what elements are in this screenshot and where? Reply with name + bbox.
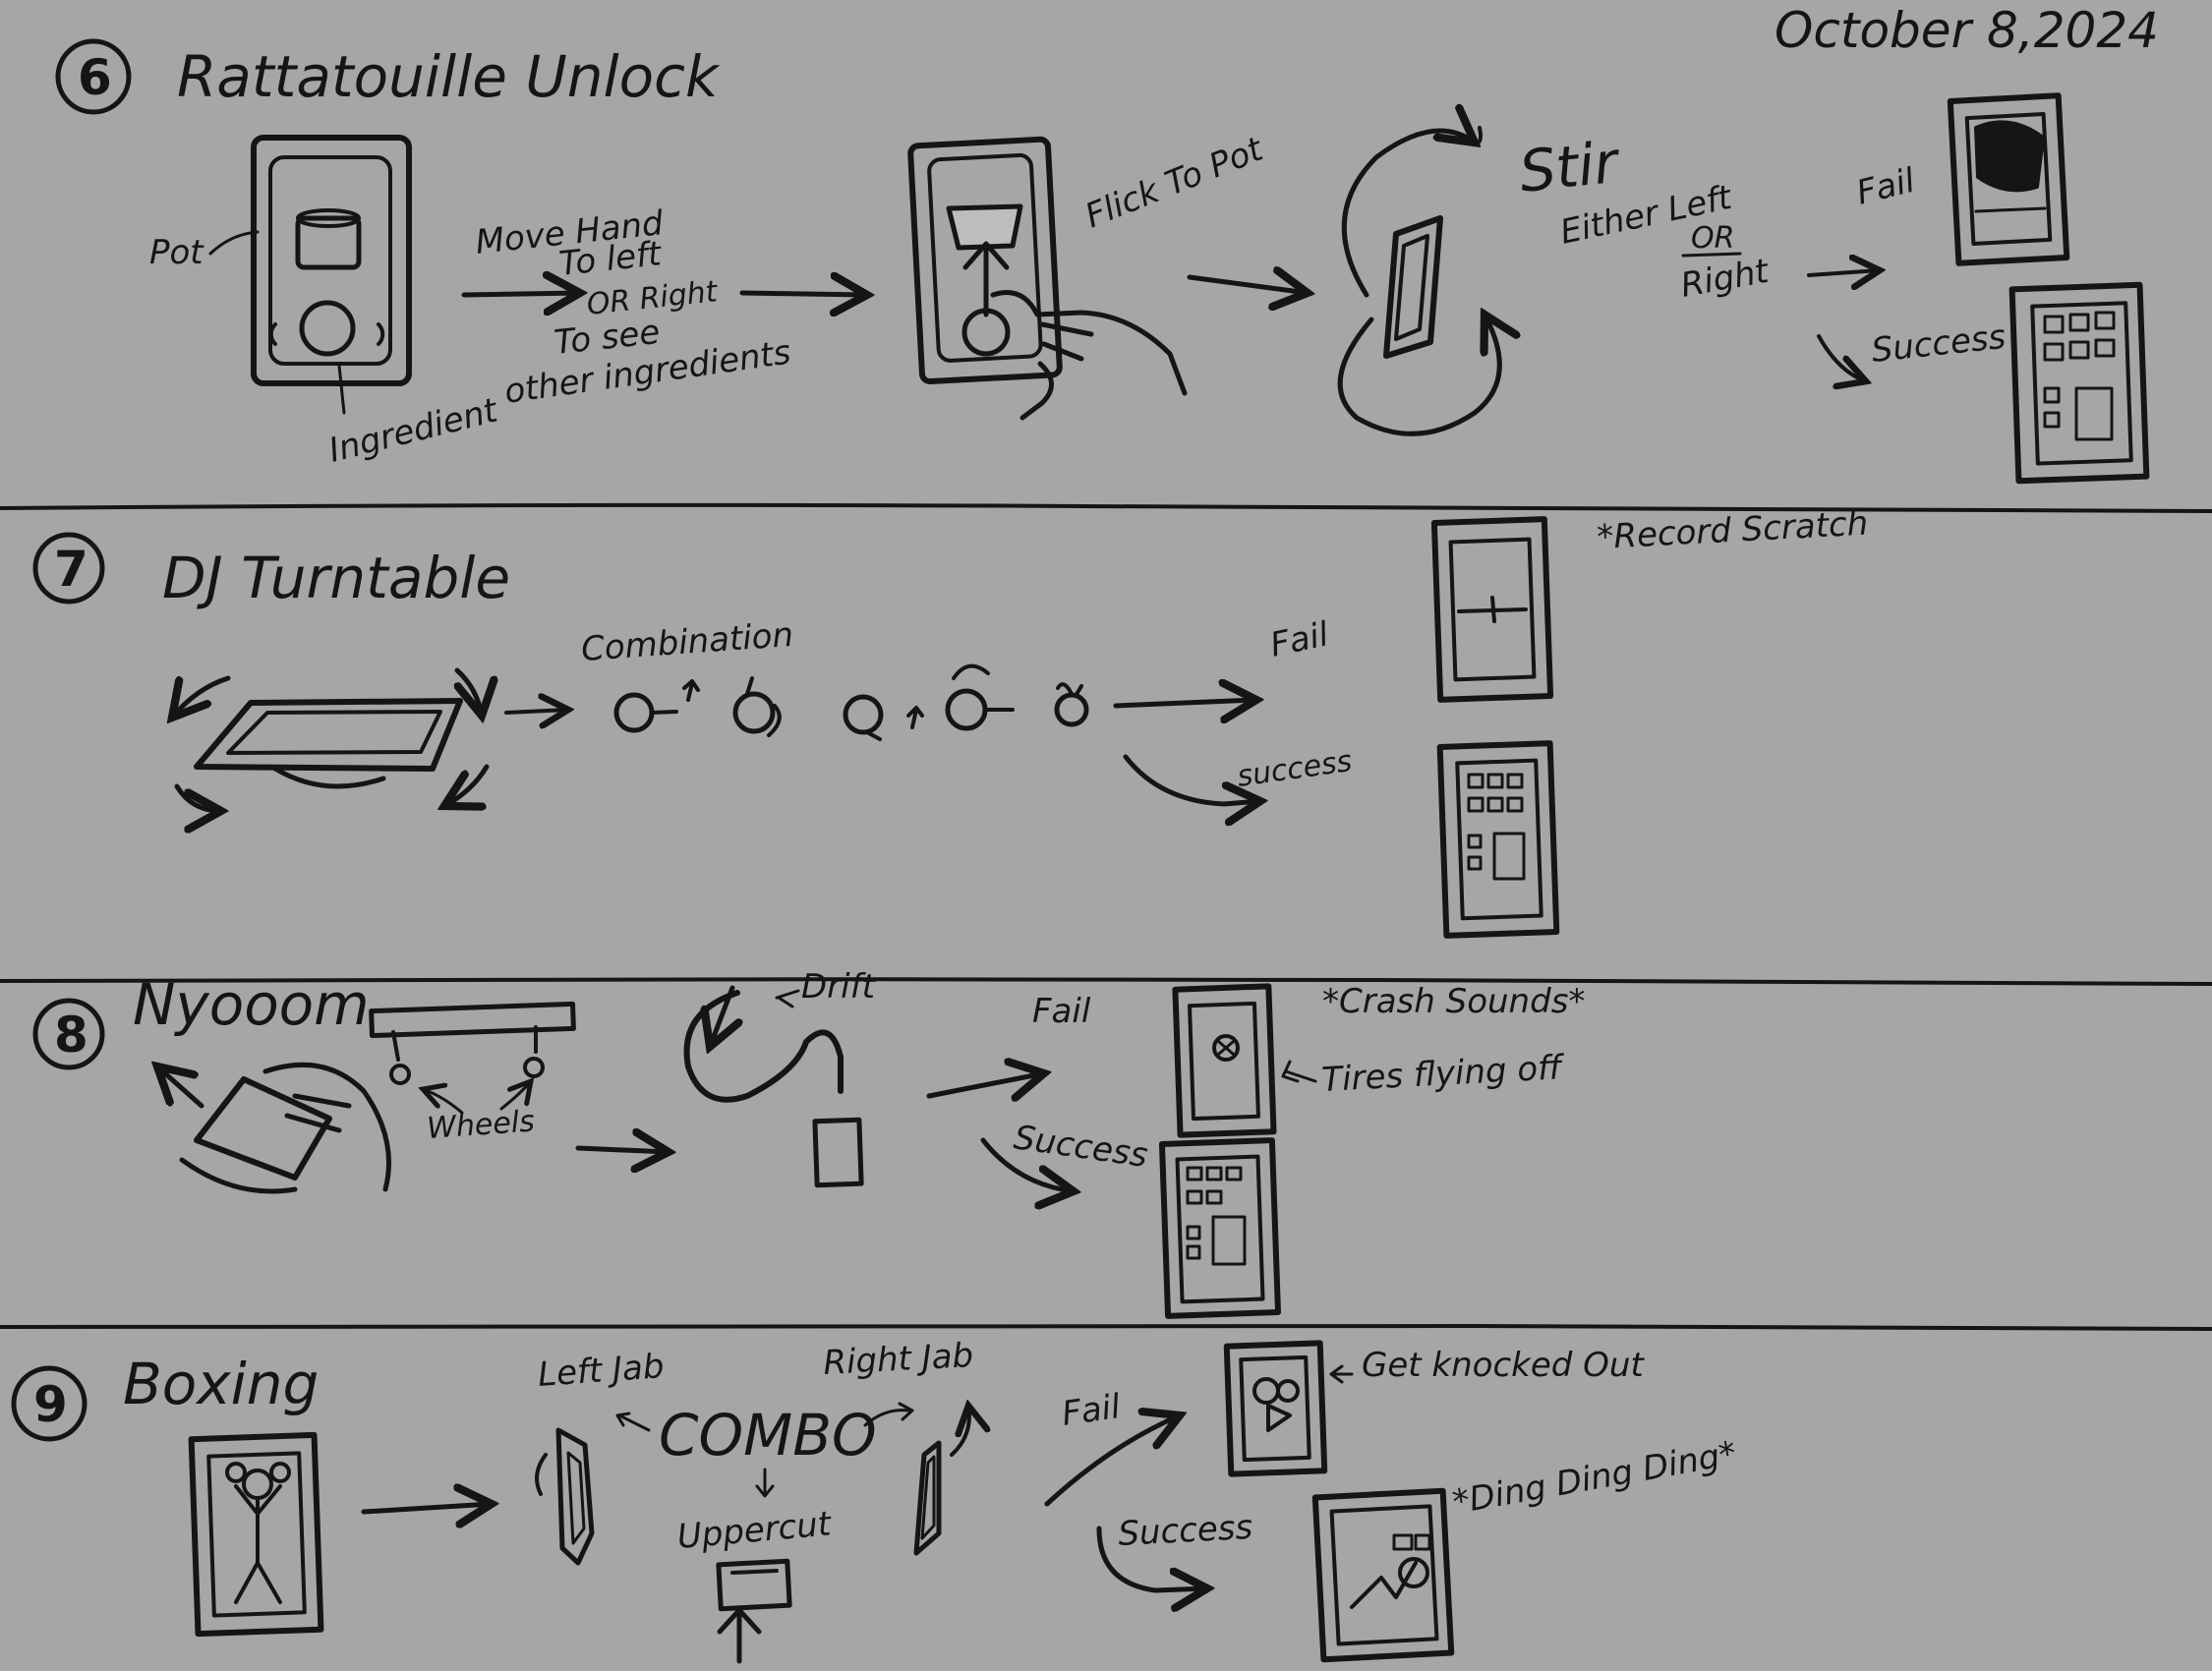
section-9-number: 9 (33, 1376, 68, 1433)
arrow-icon (926, 1073, 1044, 1096)
phone-icon (907, 136, 1063, 384)
stick-figure-icon (1350, 1561, 1418, 1609)
fail-label-6: Fail (1853, 160, 1920, 212)
phone-icon (1430, 516, 1554, 703)
section-6-number-circle (55, 38, 132, 115)
arrow-icon (461, 293, 580, 295)
combo-label: COMBO (659, 1402, 877, 1469)
right-label: Right (1678, 252, 1774, 306)
success-label-8: Success (1012, 1118, 1150, 1176)
wheels-label: Wheels (426, 1104, 536, 1146)
turntable-icon (172, 667, 487, 811)
stick-figure-icon (225, 1462, 291, 1604)
ingredient-label: Ingredient (325, 390, 503, 471)
arrow-icon (504, 710, 568, 713)
section-7: 7 DJ Turntable Combination Fail (32, 504, 1869, 939)
fail-label-7: Fail (1267, 614, 1333, 665)
fail-label-8: Fail (1032, 992, 1091, 1031)
arrow-icon (1337, 315, 1499, 436)
arrow-icon (1807, 270, 1880, 275)
divider-2 (0, 977, 2212, 986)
phone-icon (1947, 92, 2070, 266)
section-8-title: Nyooom (133, 971, 370, 1038)
phone-icon (1383, 215, 1443, 359)
pot-icon (1974, 120, 2045, 193)
arrow-icon (980, 1137, 1074, 1191)
arrow-icon (1817, 334, 1866, 381)
combination-label: Combination (580, 615, 794, 669)
phone-icon (1158, 1137, 1282, 1319)
fail-label-9: Fail (1060, 1387, 1124, 1434)
arrow-icon (717, 1607, 762, 1664)
section-9-number-circle (11, 1365, 87, 1442)
stir-label: Stir (1516, 129, 1623, 205)
flick-label: Flick To Pot (1079, 129, 1269, 236)
pot-icon (946, 203, 1023, 251)
uppercut-label: Uppercut (675, 1504, 834, 1557)
section-7-number-circle (32, 532, 105, 605)
phone-icon (1436, 740, 1560, 939)
crash-label: *Crash Sounds* (1322, 982, 1585, 1021)
arrow-icon (962, 241, 1010, 317)
drift-label: Drift (801, 967, 877, 1007)
section-7-title: DJ Turntable (162, 545, 510, 611)
or-label: OR (1691, 221, 1734, 256)
phone-icon (555, 1427, 595, 1566)
pot-label: Pot (149, 233, 204, 272)
car-icon (369, 1001, 576, 1085)
phone-icon (913, 1440, 942, 1556)
phone-icon (716, 1558, 792, 1612)
ding-label: *Ding Ding Ding* (1450, 1434, 1739, 1523)
arrow-icon (1044, 1415, 1180, 1507)
phone-icon (2008, 281, 2150, 485)
arrow-icon (710, 985, 732, 1047)
tires-label: Tires flying off (1320, 1048, 1566, 1100)
record-scratch-label: *Record Scratch (1596, 504, 1869, 557)
phone-icon (1311, 1487, 1455, 1663)
success-label-7: success (1235, 744, 1354, 794)
arrow-icon (157, 1066, 204, 1109)
section-9: 9 Boxing Left Jab COMBO Uppercut Right J… (11, 1336, 1739, 1664)
arrow-icon (1096, 1526, 1207, 1590)
arrow-icon (1187, 277, 1308, 293)
section-8-number: 8 (54, 1007, 88, 1064)
section-8: 8 Nyooom Wheels Drift Fail Success (32, 967, 1585, 1319)
arrow-icon (1123, 754, 1260, 804)
section-9-title: Boxing (123, 1351, 319, 1417)
success-label-6: Success (1870, 317, 2008, 371)
section-6-title: Rattatouille Unlock (177, 43, 721, 110)
ingredient-circle (299, 300, 356, 357)
phone-icon (1172, 983, 1277, 1138)
ingredient-circle (961, 308, 1011, 357)
arrow-icon (739, 293, 867, 295)
date-label: October 8,2024 (1775, 2, 2159, 59)
arrow-icon (361, 1504, 492, 1512)
phone-icon (194, 1076, 332, 1181)
section-8-number-circle (32, 998, 105, 1070)
hand-icon (990, 290, 1188, 421)
knocked-label: Get knocked Out (1362, 1346, 1645, 1385)
section-6-number: 6 (78, 49, 112, 106)
divider-1 (0, 502, 2212, 513)
arrow-icon (575, 1148, 669, 1152)
phone-icon (1223, 1340, 1328, 1477)
phone-icon (188, 1431, 324, 1638)
section-6: 6 Rattatouille Unlock Pot Ingredient Mov… (55, 38, 2150, 485)
phone-icon (251, 135, 412, 386)
drift-path (683, 990, 844, 1103)
arrow-icon (1113, 700, 1256, 706)
combination-sequence (613, 663, 1089, 741)
arrow-icon (1341, 131, 1475, 298)
pot-icon (295, 208, 362, 270)
hand-icon (179, 1062, 392, 1194)
left-jab-label: Left Jab (537, 1347, 666, 1395)
section-7-number: 7 (54, 541, 88, 598)
divider-3 (0, 1323, 2212, 1331)
phone-icon (812, 1117, 864, 1188)
right-jab-label: Right Jab (822, 1336, 974, 1383)
success-label-9: Success (1117, 1508, 1253, 1554)
